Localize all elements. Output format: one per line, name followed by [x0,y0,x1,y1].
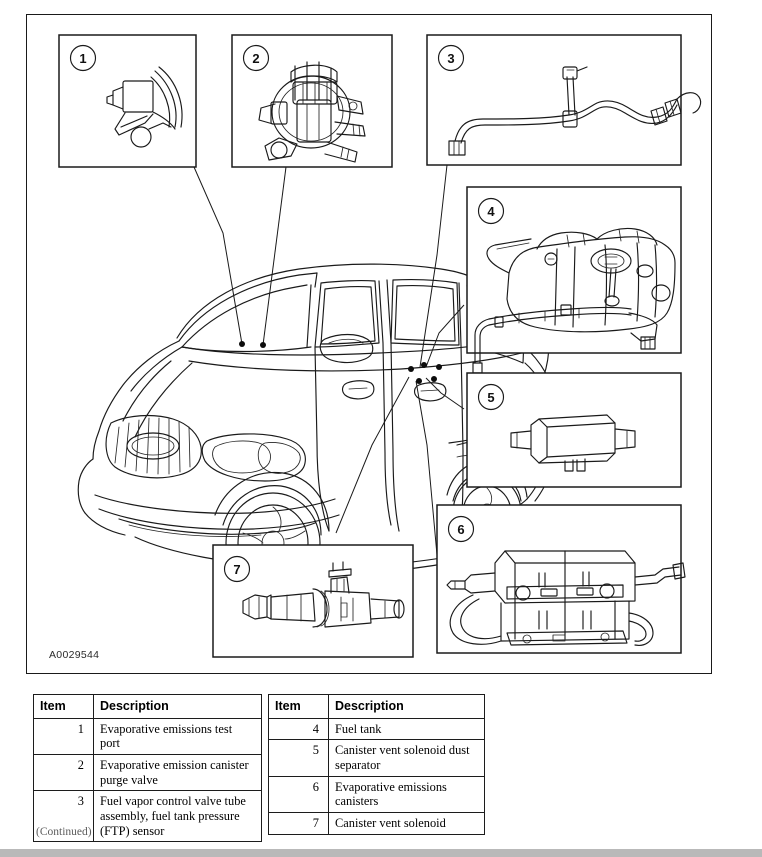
callout-number-7: 7 [233,562,240,577]
parts-table-right: Item Description 4 Fuel tank 5 Canister … [268,694,485,835]
table-row: 3 Fuel vapor control valve tube assembly… [33,790,262,843]
location-marker-dots-engine [239,341,266,348]
callout-box-3: 3 [426,34,702,166]
table-header-row: Item Description [268,694,485,719]
item-number: 5 [268,739,329,777]
callout-number-3: 3 [447,51,454,66]
item-number: 6 [268,775,329,813]
leader-lines [193,164,465,556]
item-number: 4 [268,717,329,741]
item-description: Evaporative emission canister purge valv… [93,753,262,792]
callout-box-7: 7 [212,544,414,658]
table-row: 1 Evaporative emissions test port [33,717,262,756]
evap-system-illustration: .ln { fill:none; stroke:#1a1a1a; stroke-… [58,34,702,658]
item-description: Canister vent solenoid dust separator [328,739,485,777]
callout-box-2: 2 [231,34,393,168]
parts-table-left: Item Description 1 Evaporative emissions… [33,694,262,843]
callout-number-4: 4 [487,204,495,219]
item-number: 3 [33,790,94,843]
callout-number-6: 6 [457,522,464,537]
callout-number-5: 5 [487,390,494,405]
table-row: 4 Fuel tank [268,717,485,741]
callout-box-5: 5 [466,372,682,488]
page-bottom-edge [0,849,762,857]
table-row: 2 Evaporative emission canister purge va… [33,753,262,792]
item-description: Fuel vapor control valve tube assembly, … [93,790,262,843]
item-description: Fuel tank [328,717,485,741]
table-row: 5 Canister vent solenoid dust separator [268,739,485,777]
column-header-description: Description [93,694,262,719]
item-description: Canister vent solenoid [328,811,485,835]
table-header-row: Item Description [33,694,262,719]
item-number: 1 [33,717,94,756]
column-header-item: Item [33,694,94,719]
callout-box-4: 4 [466,186,682,374]
table-row: 7 Canister vent solenoid [268,811,485,835]
item-description: Evaporative emissions test port [93,717,262,756]
callout-number-1: 1 [79,51,86,66]
item-description: Evaporative emissions canisters [328,775,485,813]
illustration-frame: .ln { fill:none; stroke:#1a1a1a; stroke-… [26,14,712,674]
table-row: 6 Evaporative emissions canisters [268,775,485,813]
location-marker-dots-rear [408,362,442,384]
item-number: 7 [268,811,329,835]
callout-box-1: 1 [58,34,197,168]
callout-box-6: 6 [436,504,686,654]
callout-number-2: 2 [252,51,259,66]
continued-note: (Continued) [36,826,92,838]
column-header-item: Item [268,694,329,719]
item-number: 2 [33,753,94,792]
column-header-description: Description [328,694,485,719]
drawing-reference-code: A0029544 [49,649,100,661]
